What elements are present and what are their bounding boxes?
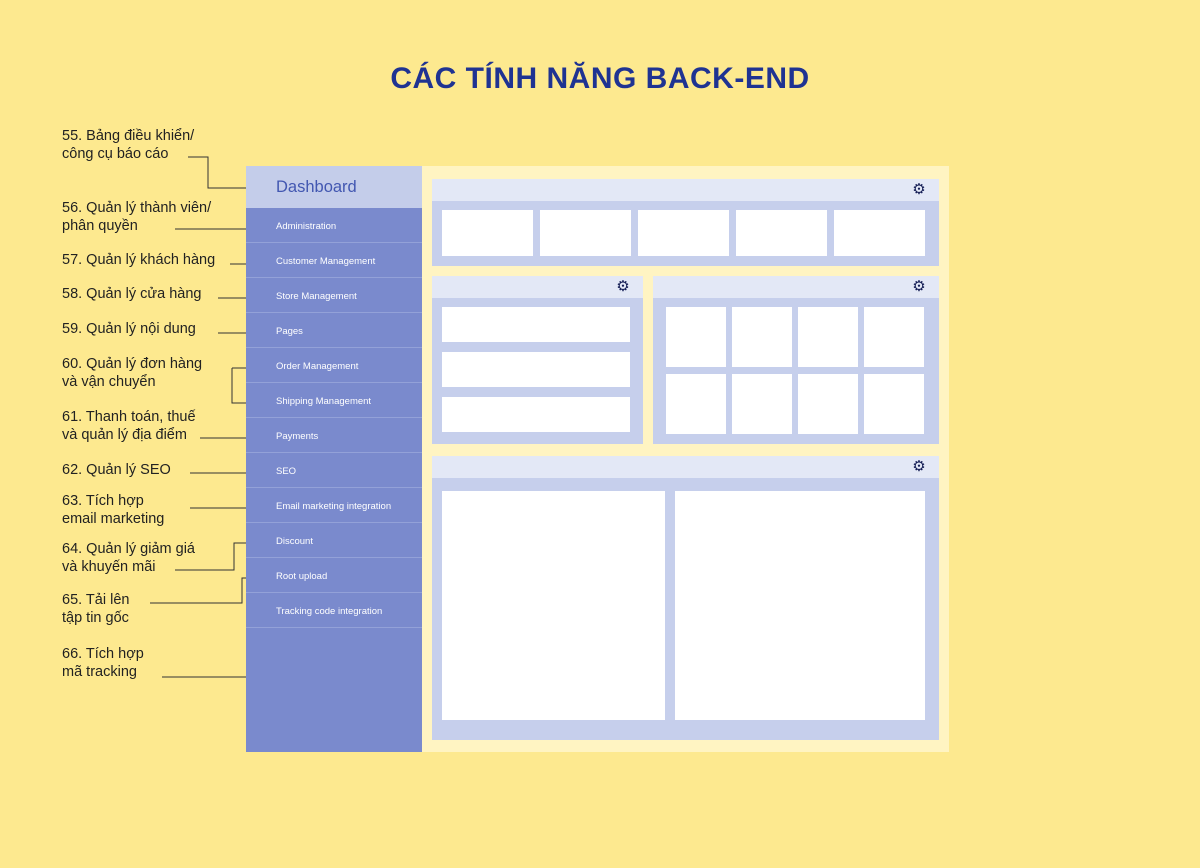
sidebar-item-shipping-management[interactable]: Shipping Management bbox=[246, 383, 422, 418]
widget-header: ⚙ bbox=[653, 276, 939, 298]
feature-labels: 55. Bảng điều khiển/công cụ báo cáo 56. … bbox=[0, 0, 240, 868]
placeholder-box bbox=[638, 210, 729, 256]
sidebar-item-pages[interactable]: Pages bbox=[246, 313, 422, 348]
feature-label: 62. Quản lý SEO bbox=[62, 462, 171, 478]
sidebar-item-discount[interactable]: Discount bbox=[246, 523, 422, 558]
feature-label: 58. Quản lý cửa hàng bbox=[62, 286, 202, 302]
sidebar-item-root-upload[interactable]: Root upload bbox=[246, 558, 422, 593]
widget-header: ⚙ bbox=[432, 276, 643, 298]
widget-content: ⚙ bbox=[432, 456, 939, 740]
widget-list: ⚙ bbox=[432, 276, 643, 444]
placeholder-box bbox=[540, 210, 631, 256]
sidebar-item-email-marketing[interactable]: Email marketing integration bbox=[246, 488, 422, 523]
placeholder-tile bbox=[732, 374, 792, 434]
sidebar-item-dashboard[interactable]: Dashboard bbox=[246, 166, 422, 208]
widget-grid: ⚙ bbox=[653, 276, 939, 444]
placeholder-row bbox=[442, 307, 630, 342]
gear-icon[interactable]: ⚙ bbox=[912, 181, 926, 198]
placeholder-panel bbox=[675, 491, 925, 720]
feature-label: 55. Bảng điều khiển/công cụ báo cáo bbox=[62, 128, 195, 162]
placeholder-row bbox=[442, 397, 630, 432]
widget-header: ⚙ bbox=[432, 456, 939, 478]
sidebar-item-payments[interactable]: Payments bbox=[246, 418, 422, 453]
placeholder-box bbox=[834, 210, 925, 256]
placeholder-tile bbox=[732, 307, 792, 367]
sidebar-item-order-management[interactable]: Order Management bbox=[246, 348, 422, 383]
feature-label: 59. Quản lý nội dung bbox=[62, 321, 196, 337]
sidebar-item-customer-management[interactable]: Customer Management bbox=[246, 243, 422, 278]
gear-icon[interactable]: ⚙ bbox=[912, 278, 926, 295]
placeholder-tile bbox=[864, 307, 924, 367]
widget-summary: ⚙ bbox=[432, 179, 939, 266]
gear-icon[interactable]: ⚙ bbox=[616, 278, 630, 295]
gear-icon[interactable]: ⚙ bbox=[912, 458, 926, 475]
placeholder-box bbox=[736, 210, 827, 256]
placeholder-row bbox=[442, 352, 630, 387]
placeholder-tile bbox=[798, 307, 858, 367]
placeholder-box bbox=[442, 210, 533, 256]
sidebar-item-tracking-code[interactable]: Tracking code integration bbox=[246, 593, 422, 628]
feature-label: 57. Quản lý khách hàng bbox=[62, 252, 216, 268]
sidebar-item-store-management[interactable]: Store Management bbox=[246, 278, 422, 313]
placeholder-tile bbox=[798, 374, 858, 434]
placeholder-tile bbox=[864, 374, 924, 434]
placeholder-tile bbox=[666, 374, 726, 434]
sidebar-item-administration[interactable]: Administration bbox=[246, 208, 422, 243]
placeholder-panel bbox=[442, 491, 665, 720]
sidebar: Dashboard Administration Customer Manage… bbox=[246, 166, 422, 752]
widget-header: ⚙ bbox=[432, 179, 939, 201]
sidebar-item-seo[interactable]: SEO bbox=[246, 453, 422, 488]
feature-label: 56. Quản lý thành viên/phân quyền bbox=[62, 200, 212, 234]
placeholder-tile bbox=[666, 307, 726, 367]
page-title: CÁC TÍNH NĂNG BACK-END bbox=[390, 62, 810, 95]
